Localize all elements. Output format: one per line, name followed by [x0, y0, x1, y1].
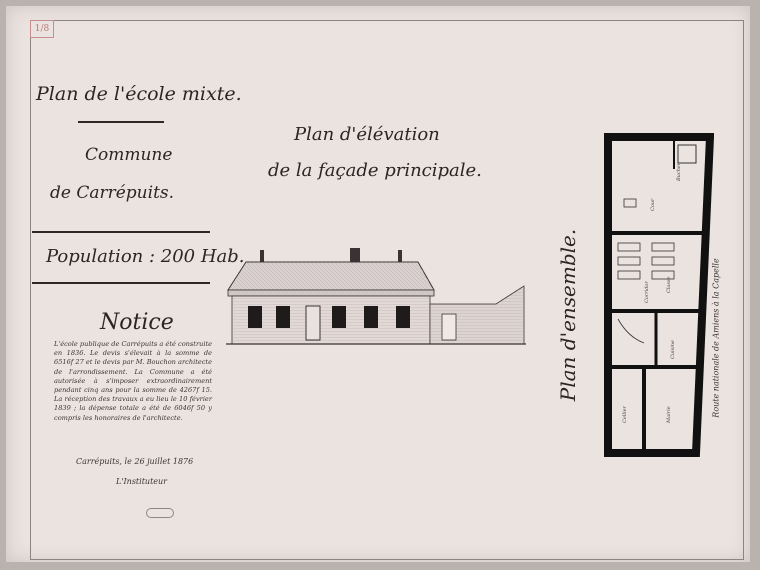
notice-heading: Notice: [100, 310, 174, 335]
signature-mark: [146, 508, 174, 518]
commune-label: Commune: [85, 145, 173, 165]
commune-name: de Carrépuits.: [50, 183, 175, 203]
floor-plan-drawing: Bucher Cour Corridor Classe Cuisine Cell…: [604, 133, 714, 457]
room-label-mairie: Mairie: [666, 406, 672, 424]
population-label: Population : 200 Hab.: [46, 246, 245, 267]
room-label-cuisine: Cuisine: [670, 340, 676, 359]
plan-title: Plan d'ensemble.: [556, 228, 580, 402]
notice-date: Carrépuits, le 26 juillet 1876: [76, 457, 194, 466]
notice-signature-label: L'Instituteur: [116, 477, 167, 486]
room-label-bucher: Bucher: [676, 162, 682, 182]
room-label-classe: Classe: [666, 276, 672, 293]
elevation-title-line1: Plan d'élévation: [294, 124, 440, 145]
facade-elevation-drawing: [226, 248, 526, 345]
commune-divider-top: [32, 231, 210, 233]
sheet-border: [30, 20, 744, 560]
elevation-title-line2: de la façade principale.: [268, 160, 482, 181]
room-label-cellier: Cellier: [622, 405, 628, 423]
page-title: Plan de l'école mixte.: [36, 83, 242, 105]
title-divider: [78, 121, 164, 123]
archive-stamp: 1/8: [30, 20, 54, 38]
notice-body: L'école publique de Carrépuits a été con…: [54, 340, 212, 422]
room-label-cour: Cour: [650, 198, 656, 211]
room-label-corridor: Corridor: [644, 281, 650, 303]
commune-divider-bottom: [32, 282, 210, 284]
